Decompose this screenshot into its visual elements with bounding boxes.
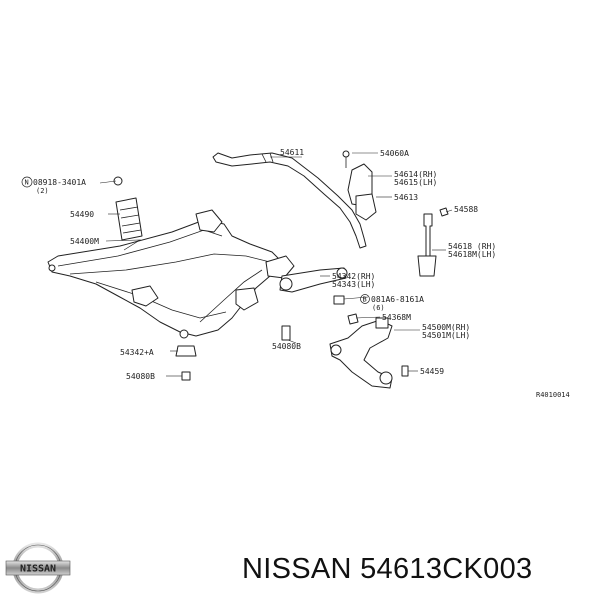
- nissan-logo-icon: NISSAN: [5, 542, 71, 594]
- label-54614: 54614(RH): [394, 170, 437, 179]
- label-54618: 54618 (RH): [448, 242, 496, 251]
- ball-joint-nut: [401, 365, 409, 377]
- nissan-logo: NISSAN: [4, 540, 72, 596]
- label-54080b-left: 54080B: [126, 372, 155, 381]
- stabilizer-link: [417, 207, 449, 277]
- label-54615: 54615(LH): [394, 178, 437, 187]
- label-54343: 54343(LH): [332, 280, 375, 289]
- label-54400m: 54400M: [70, 237, 99, 246]
- figure-reference: R4010014: [536, 391, 570, 399]
- leader-lines: [99, 152, 453, 377]
- label-54459: 54459: [420, 367, 444, 376]
- label-54501m: 54501M(LH): [422, 331, 470, 340]
- label-54588: 54588: [454, 205, 478, 214]
- label-54618m: 54618M(LH): [448, 250, 496, 259]
- b-mark-letter: B: [363, 296, 367, 304]
- n-mark-letter: N: [25, 179, 29, 187]
- stabilizer-bushing: [342, 150, 377, 221]
- crossmember-bolt: [281, 325, 291, 341]
- compression-rod: [279, 267, 348, 293]
- mount-insulator: [175, 345, 197, 381]
- front-crossmember: [47, 209, 295, 339]
- label-08918-3401a: 08918-3401A: [33, 178, 86, 187]
- label-081a6-8161a: 081A6-8161A: [371, 295, 424, 304]
- label-081a6-qty: (6): [372, 304, 385, 312]
- label-54060a: 54060A: [380, 149, 409, 158]
- label-54342: 54342(RH): [332, 272, 375, 281]
- label-54368m: 54368M: [382, 313, 411, 322]
- label-08918-qty: (2): [36, 187, 49, 195]
- label-54490: 54490: [70, 210, 94, 219]
- part-labels: 54611 54060A N 08918-3401A (2) 54614(RH)…: [21, 148, 570, 399]
- link-bolts: [333, 295, 359, 325]
- part-number-caption: NISSAN 54613CK003: [242, 553, 533, 585]
- label-54613: 54613: [394, 193, 418, 202]
- label-54080b-mid: 54080B: [272, 342, 301, 351]
- stabilizer-bar: [212, 152, 367, 249]
- heat-shield: [113, 176, 143, 241]
- label-54611: 54611: [280, 148, 304, 157]
- nissan-logo-text: NISSAN: [20, 564, 56, 575]
- b-mark-icon: [360, 294, 370, 304]
- n-mark-icon: [21, 176, 33, 188]
- label-54500m: 54500M(RH): [422, 323, 470, 332]
- label-54342a: 54342+A: [120, 348, 154, 357]
- lower-control-arm: [329, 317, 393, 389]
